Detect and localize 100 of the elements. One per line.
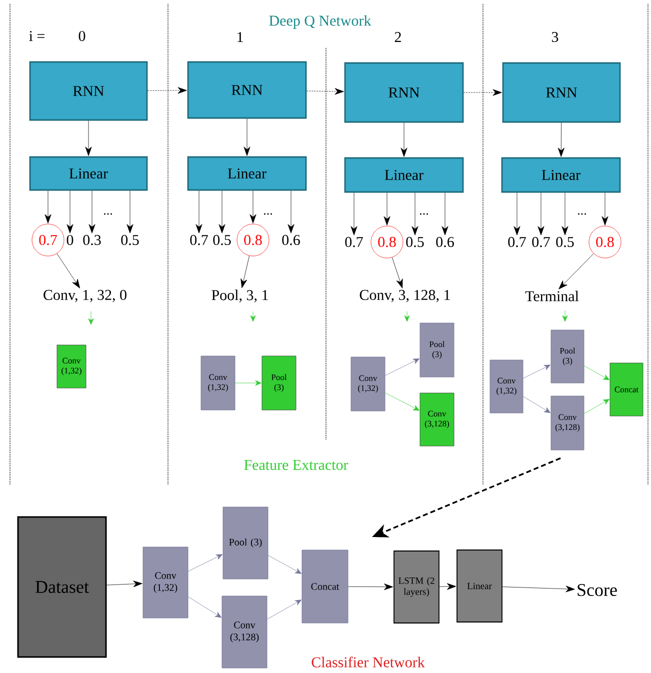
layer-box: Conv (3,128) xyxy=(550,396,584,450)
layer-box: Conv (1,32) xyxy=(350,356,386,412)
linear-layer-box: Linear xyxy=(344,157,464,193)
index-label: 3 xyxy=(552,32,558,42)
layer-box: Conv (1,32) xyxy=(56,344,86,388)
layer-box: Pool (3) xyxy=(222,506,268,580)
layer-box: Pool (3) xyxy=(550,330,584,384)
arrow xyxy=(126,190,134,234)
arrow xyxy=(562,310,568,322)
ellipsis: ... xyxy=(104,213,112,215)
layer-box: Conv (3,128) xyxy=(222,596,268,668)
arrow xyxy=(514,192,520,236)
value-text: 0.5 xyxy=(213,234,231,246)
dashed-arrow xyxy=(464,89,502,96)
value-text: 0.7 xyxy=(190,234,208,246)
linear-layer-box: Linear xyxy=(29,156,148,191)
value-text: 0.7 xyxy=(345,236,363,248)
arrow xyxy=(538,192,544,236)
arrow xyxy=(196,190,202,234)
arrow xyxy=(584,366,610,380)
arrow xyxy=(250,311,256,322)
value-text: 0.6 xyxy=(282,234,300,246)
arrow xyxy=(562,192,568,236)
dashed-arrow xyxy=(148,87,187,94)
arrow xyxy=(584,399,610,414)
arrow xyxy=(385,358,420,376)
arrow xyxy=(400,122,408,157)
value-text: 0.5 xyxy=(406,236,424,248)
action-text: Conv, 3, 128, 1 xyxy=(360,290,450,302)
heading-text: Classifier Network xyxy=(312,656,425,668)
linear-layer-box: Linear xyxy=(501,157,621,193)
arrow xyxy=(288,190,294,234)
arrow xyxy=(350,192,358,236)
arrow xyxy=(412,192,418,236)
arrow xyxy=(384,192,390,226)
ellipsis: ... xyxy=(264,213,272,215)
value-text: 0.3 xyxy=(83,234,101,246)
arrow xyxy=(385,392,420,411)
arrow xyxy=(244,118,250,156)
rnn-box: RNN xyxy=(344,62,464,123)
arrow xyxy=(218,190,226,234)
value-text: 0.5 xyxy=(121,234,139,246)
index-label: 2 xyxy=(394,32,401,42)
ellipsis: ... xyxy=(578,213,586,215)
ellipsis: ... xyxy=(420,213,428,215)
layer-box: Conv (1,32) xyxy=(142,546,188,618)
heading-text: Feature Extractor xyxy=(244,460,348,470)
arrow xyxy=(56,253,80,288)
arrow xyxy=(188,554,223,572)
layer-box: Concat xyxy=(610,362,644,416)
arrow xyxy=(188,596,222,618)
rnn-box: RNN xyxy=(502,62,621,123)
arrow xyxy=(558,122,564,157)
arrow xyxy=(85,120,92,156)
heading-text: Deep Q Network xyxy=(269,15,372,29)
dataset-box: Dataset xyxy=(17,516,107,658)
arrow xyxy=(602,192,608,226)
action-text: Conv, 1, 32, 0 xyxy=(44,290,126,302)
arrow xyxy=(88,190,96,234)
value-text: 0.7 xyxy=(532,236,550,248)
arrow xyxy=(267,600,302,620)
arrow xyxy=(250,190,256,224)
arrow xyxy=(502,586,575,592)
layer-box: Linear xyxy=(456,550,502,622)
layer-box: Conv (1,32) xyxy=(490,360,524,414)
value-text: 0.7 xyxy=(508,236,526,248)
dashed-arrow xyxy=(306,88,344,95)
arrow xyxy=(44,190,52,224)
arrow xyxy=(439,583,456,590)
layer-box: Concat xyxy=(302,550,348,624)
value-text: 0.6 xyxy=(436,236,454,248)
linear-layer-box: Linear xyxy=(187,156,307,191)
arrow xyxy=(268,555,302,574)
layer-box: LSTM (2 layers) xyxy=(394,550,440,624)
layer-box: Pool (3) xyxy=(420,322,454,378)
arrow xyxy=(442,192,448,236)
action-text: Terminal xyxy=(525,290,579,302)
arrow xyxy=(66,190,74,234)
arrow xyxy=(523,364,551,378)
arrow xyxy=(523,396,551,413)
arrow xyxy=(348,584,394,590)
value-text: 0 xyxy=(66,234,74,246)
arrow xyxy=(106,580,142,588)
arrow xyxy=(235,380,262,386)
rnn-box: RNN xyxy=(29,61,148,121)
layer-box: Conv (3,128) xyxy=(420,392,454,446)
layer-box: Conv (1,32) xyxy=(200,356,236,410)
arrow xyxy=(240,256,250,288)
index-label: 0 xyxy=(78,30,86,42)
rnn-box: RNN xyxy=(187,61,307,119)
action-text: Pool, 3, 1 xyxy=(212,290,268,302)
arrow xyxy=(392,257,403,288)
arrow xyxy=(558,253,594,290)
index-label: i = xyxy=(29,31,44,41)
score-text: Score xyxy=(578,584,617,596)
layer-box: Pool (3) xyxy=(262,356,296,410)
index-label: 1 xyxy=(238,32,243,42)
arrow xyxy=(88,311,94,325)
arrow xyxy=(404,311,410,322)
value-text: 0.5 xyxy=(556,236,574,248)
